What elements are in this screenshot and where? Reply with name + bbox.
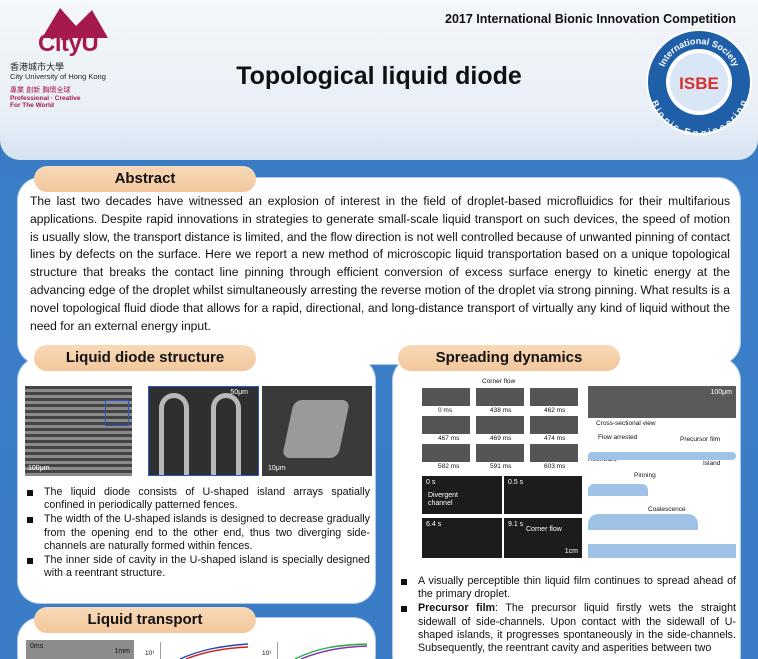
- time-label: 469 ms: [490, 435, 512, 442]
- frame: [422, 416, 470, 434]
- liquid-layer: [588, 514, 698, 530]
- cityu-tagline-2: For The World: [10, 102, 54, 109]
- time-label: 462 ms: [544, 407, 566, 414]
- cityu-emblem-icon: [42, 8, 108, 38]
- spreading-bullets: A visually perceptible thin liquid film …: [398, 575, 736, 656]
- scale-label-1: 100μm: [28, 465, 50, 472]
- scale-1cm-label: 1cm: [564, 548, 578, 555]
- frame: [422, 388, 470, 406]
- transport-axis-label-1: 10¹: [145, 650, 155, 657]
- u-shape-2: [211, 393, 241, 475]
- transport-heading: Liquid transport: [34, 607, 256, 633]
- divergent-label: Divergent: [428, 492, 458, 499]
- poster-title: Topological liquid diode: [236, 62, 522, 90]
- zoom-box: [105, 400, 129, 426]
- liquid-layer: [588, 484, 648, 496]
- corner-flow-label: Corner flow: [482, 378, 516, 385]
- time-91s: 9.1 s: [508, 521, 524, 528]
- cross-section-diagram: [588, 444, 736, 564]
- time-05s: 0.5 s: [508, 479, 524, 486]
- scale-label-2: 50μm: [230, 389, 248, 396]
- cityu-logo: CityU 香港城市大學 City University of Hong Kon…: [8, 8, 138, 118]
- poster-header: [0, 0, 758, 160]
- cityu-english: City University of Hong Kong: [10, 72, 106, 81]
- island-label: Island: [703, 460, 721, 467]
- time-label: 438 ms: [490, 407, 512, 414]
- time-0s: 0 s: [426, 479, 436, 486]
- channel-label: channel: [428, 500, 453, 507]
- macro-spread-image-3: 6.4 s: [422, 518, 502, 558]
- pinning-label: Pinning: [634, 472, 656, 479]
- time-label: 474 ms: [544, 435, 566, 442]
- frame: [476, 416, 524, 434]
- cityu-tagline-1: Professional · Creative: [10, 95, 81, 102]
- frame: [476, 388, 524, 406]
- precursor-film-term: Precursor film: [418, 602, 496, 615]
- transport-image: 0ms 1mm: [26, 640, 134, 659]
- liquid-layer: [588, 452, 736, 460]
- u-shape-1: [159, 393, 189, 475]
- frame: [476, 444, 524, 462]
- precursor-film-text: : The precursor liquid firstly wets the …: [418, 602, 736, 655]
- coalescence-label: Coalescence: [648, 506, 686, 513]
- structure-bullet: The width of the U-shaped islands is des…: [24, 513, 370, 553]
- frame: [422, 444, 470, 462]
- time-label: 591 ms: [490, 463, 512, 470]
- frame: [530, 388, 578, 406]
- transport-plot-1: [160, 642, 249, 659]
- corner-flow-2-label: Corner flow: [526, 526, 562, 533]
- isbe-logo: International Society Bionic Engineering…: [646, 29, 752, 136]
- frame: [530, 416, 578, 434]
- top-view-image: 100μm: [588, 386, 736, 418]
- cityu-chinese: 香港城市大學: [10, 63, 65, 73]
- cityu-chinese-motto: 專業 創新 胸懷全球: [10, 86, 71, 94]
- spreading-bullet: A visually perceptible thin liquid film …: [398, 575, 736, 601]
- macro-spread-image-4: 9.1 s Corner flow 1cm: [504, 518, 582, 558]
- cityu-name: CityU: [38, 30, 99, 57]
- time-64s: 6.4 s: [426, 521, 442, 528]
- sem-array-image: 100μm: [25, 386, 132, 476]
- structure-heading: Liquid diode structure: [34, 345, 256, 371]
- time-label: 582 ms: [438, 463, 460, 470]
- competition-name: 2017 International Bionic Innovation Com…: [445, 12, 736, 26]
- transport-plot-2: [277, 642, 368, 659]
- time-label: 0 ms: [438, 407, 453, 414]
- cavity-block: [281, 400, 351, 458]
- transport-scale-label: 1mm: [114, 648, 130, 655]
- abstract-text: The last two decades have witnessed an e…: [30, 194, 730, 333]
- abstract-panel: [18, 178, 740, 364]
- macro-spread-image-1: 0 s Divergent channel: [422, 476, 502, 514]
- transport-time-label: 0ms: [30, 643, 44, 650]
- sem-u-island-image: 50μm: [148, 386, 259, 476]
- spreading-heading: Spreading dynamics: [398, 345, 620, 371]
- structure-bullet: The inner side of cavity in the U-shaped…: [24, 554, 370, 580]
- flow-arrested-label: Flow arrested: [598, 434, 638, 441]
- structure-bullet: The liquid diode consists of U-shaped is…: [24, 486, 370, 512]
- timelapse-grid: 0 ms 438 ms 462 ms 467 ms 469 ms 474 ms …: [422, 388, 582, 470]
- cross-section-label: Cross-sectional view: [596, 420, 656, 427]
- transport-axis-label-2: 10¹: [262, 650, 272, 657]
- structure-bullets: The liquid diode consists of U-shaped is…: [24, 486, 370, 581]
- frame: [530, 444, 578, 462]
- abstract-heading: Abstract: [34, 166, 256, 192]
- macro-spread-image-2: 0.5 s: [504, 476, 582, 514]
- spreading-bullet: Precursor film: The precursor liquid fir…: [398, 602, 736, 655]
- time-label: 467 ms: [438, 435, 460, 442]
- time-label: 603 ms: [544, 463, 566, 470]
- scale-label-3: 10μm: [268, 465, 286, 472]
- precursor-film-label: Precursor film: [680, 436, 721, 443]
- svg-text:ISBE: ISBE: [679, 74, 719, 93]
- sem-reentrant-image: 10μm: [262, 386, 372, 476]
- liquid-layer: [588, 544, 736, 558]
- scale-100-label: 100μm: [710, 389, 732, 396]
